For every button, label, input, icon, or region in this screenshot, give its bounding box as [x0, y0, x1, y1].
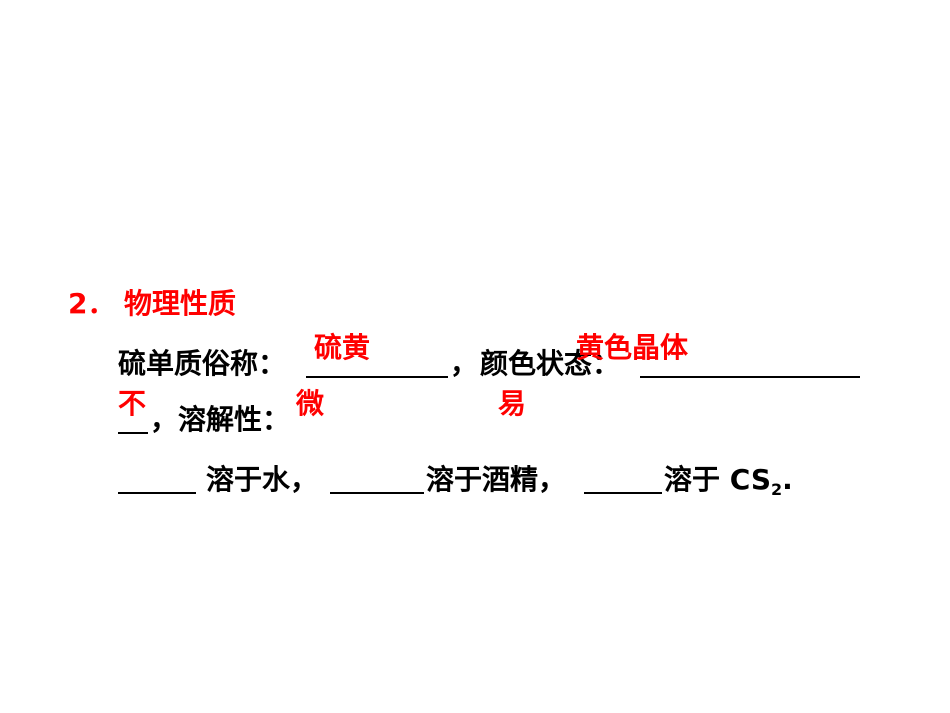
answer-color-state: 黄色晶体 [576, 331, 689, 364]
section-title: 物理性质 [124, 287, 237, 320]
blank-water[interactable] [118, 492, 196, 494]
answer-water-solubility: 不 [118, 387, 147, 420]
label-alcohol: 溶于酒精， [426, 463, 567, 496]
blank-color-state-continued[interactable] [118, 432, 148, 434]
blank-alcohol[interactable] [330, 492, 424, 494]
label-cs2: 溶于 CS2. [664, 466, 793, 498]
label-cs2-period: . [782, 463, 793, 496]
answer-common-name: 硫黄 [314, 331, 371, 364]
label-common-name: 硫单质俗称： [118, 347, 287, 380]
label-solubility: ，溶解性： [150, 403, 291, 436]
comma-1: ， [450, 347, 479, 380]
label-cs2-subscript: 2 [770, 480, 783, 499]
section-number: 2． [68, 287, 116, 320]
answer-alcohol-solubility: 微 [296, 387, 325, 420]
label-water: 溶于水， [206, 463, 319, 496]
blank-cs2[interactable] [584, 492, 662, 494]
label-cs2-text: 溶于 CS [664, 463, 771, 496]
answer-cs2-solubility: 易 [498, 387, 527, 420]
blank-color-state[interactable] [640, 376, 860, 378]
blank-common-name[interactable] [306, 376, 448, 378]
label-color-state: 颜色状态： [480, 347, 621, 380]
